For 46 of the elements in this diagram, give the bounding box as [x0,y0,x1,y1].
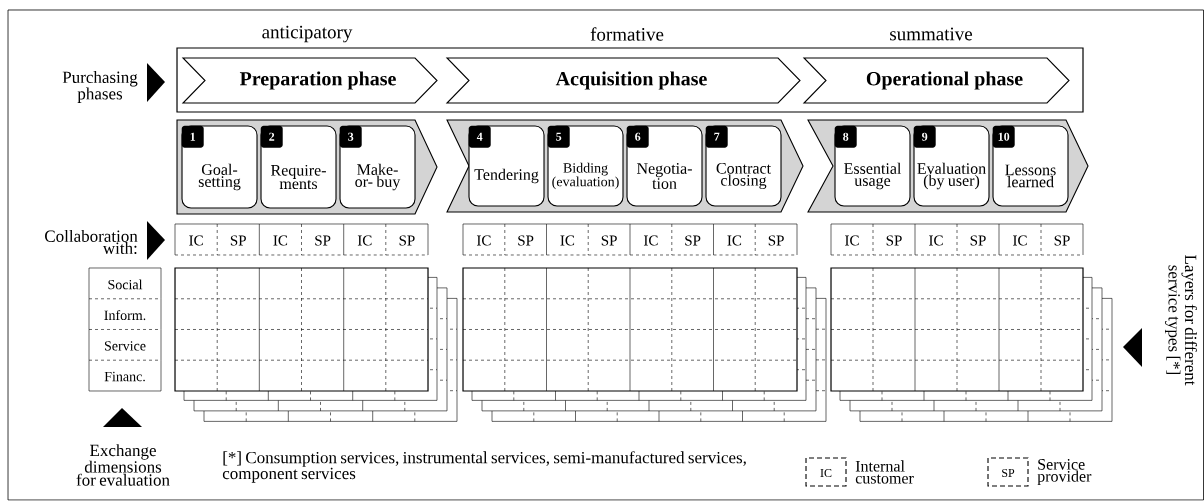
row-label: Purchasing phases [62,71,138,103]
table-cell: SP [216,223,260,256]
table-cell: Social [88,267,162,300]
footnote: [*] Consumption services, instrumental services, semi-manufactured services, component services [222,451,746,483]
table-cell: SP [1040,223,1084,256]
step-box: 1 Goal- setting [181,125,258,209]
legend-sample: SP [987,457,1029,487]
step-box: 3 Make- or- buy [339,125,416,209]
step-box: 2 Require- ments [260,125,337,209]
row-label: Collaboration with: [45,230,138,254]
table-cell: IC [259,223,302,256]
legend-text: Internal customer [855,460,914,484]
step-box: 4 Tendering [468,125,545,207]
step-box: 6 Negotia- tion [626,125,703,207]
step-box: 10 Lessons learned [992,125,1069,207]
table-cell: IC [713,223,756,256]
table-cell: SP [956,223,1000,256]
table-cell: SP [671,223,714,256]
table-cell: SP [872,223,916,256]
table-cell: Financ. [88,359,162,392]
table-cell: SP [504,223,547,256]
table-cell: SP [754,223,798,256]
table-cell: IC [629,223,673,256]
table-cell: IC [174,223,218,256]
side-label: Layers for different service types [*] [1164,255,1198,386]
table-cell: IC [914,223,958,256]
table-cell: IC [998,223,1042,256]
legend-sample: IC [805,457,847,487]
table-cell: IC [830,223,874,256]
table-cell: Service [88,329,162,361]
step-box: 5 Bidding (evaluation) [547,125,624,207]
table-cell: IC [343,223,387,256]
legend-text: Service provider [1037,459,1092,485]
table-cell: SP [301,223,344,256]
table-cell: Inform. [88,298,162,330]
phase-banner: Acquisition phase [445,57,801,104]
phase-banner: Operational phase [802,57,1070,104]
phase-banner: Preparation phase [181,57,438,104]
step-box: 8 Essential usage [834,125,911,207]
table-cell: SP [587,223,631,256]
table-cell: IC [462,223,506,256]
axis-label: Exchange dimensions for evaluation [76,444,170,486]
step-box: 7 Contract closing [705,125,782,207]
table-cell: IC [546,223,589,256]
table-cell: SP [385,223,429,256]
step-box: 9 Evaluation (by user) [913,125,990,207]
